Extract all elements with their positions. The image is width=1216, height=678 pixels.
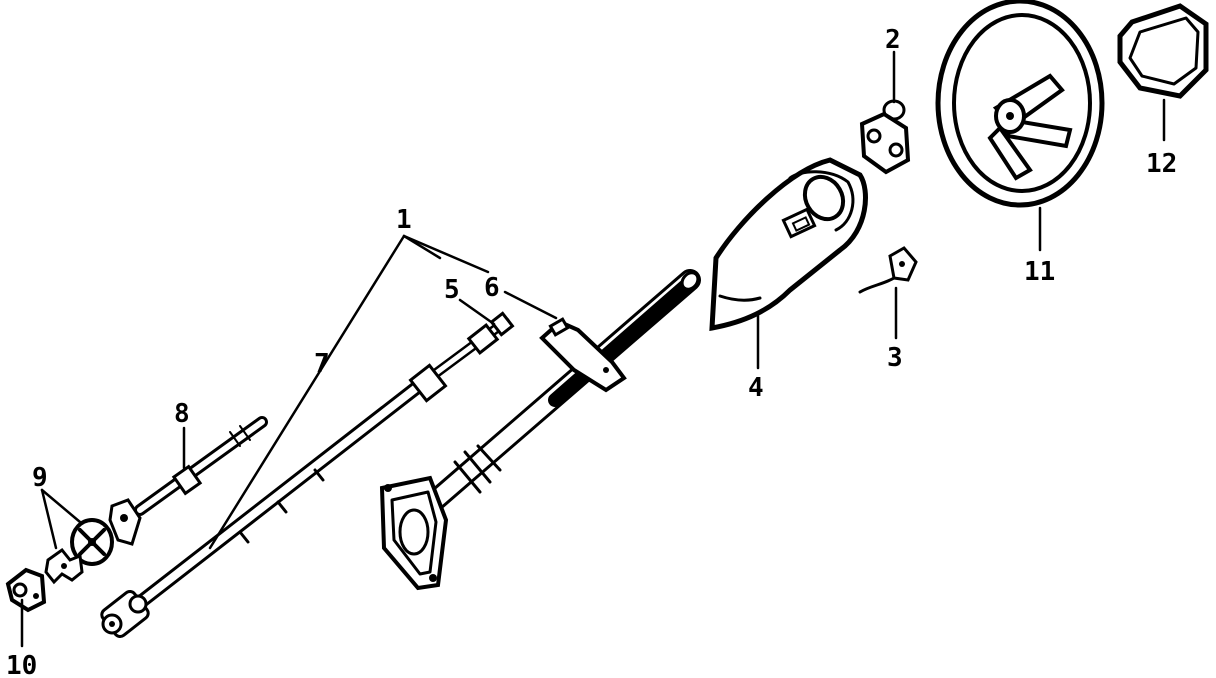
steering-column-jacket bbox=[379, 269, 701, 591]
flange bbox=[5, 567, 47, 613]
callout-3: 3 bbox=[887, 343, 903, 373]
callout-7: 7 bbox=[314, 349, 330, 379]
coupling-disc bbox=[70, 518, 114, 566]
intermediate-shaft bbox=[100, 311, 515, 638]
callout-6: 6 bbox=[484, 273, 500, 303]
column-shroud bbox=[709, 157, 868, 332]
switch bbox=[858, 246, 918, 294]
callout-2: 2 bbox=[885, 25, 901, 55]
horn-pad bbox=[1117, 3, 1209, 99]
callout-9: 9 bbox=[32, 463, 48, 493]
steering-wheel bbox=[935, 0, 1105, 208]
callout-5: 5 bbox=[444, 275, 460, 305]
callout-8: 8 bbox=[174, 399, 190, 429]
callout-12: 12 bbox=[1146, 149, 1177, 179]
callout-10: 10 bbox=[6, 651, 37, 678]
lower-shaft bbox=[108, 416, 268, 546]
lock-cylinder bbox=[859, 99, 911, 175]
callout-4: 4 bbox=[748, 373, 764, 403]
callout-11: 11 bbox=[1024, 257, 1055, 287]
leader-lines bbox=[20, 50, 1166, 648]
callout-labels: 1 2 3 4 5 6 7 8 9 10 11 12 bbox=[6, 25, 1177, 678]
coupling-spider bbox=[44, 547, 84, 585]
callout-1: 1 bbox=[396, 205, 412, 235]
